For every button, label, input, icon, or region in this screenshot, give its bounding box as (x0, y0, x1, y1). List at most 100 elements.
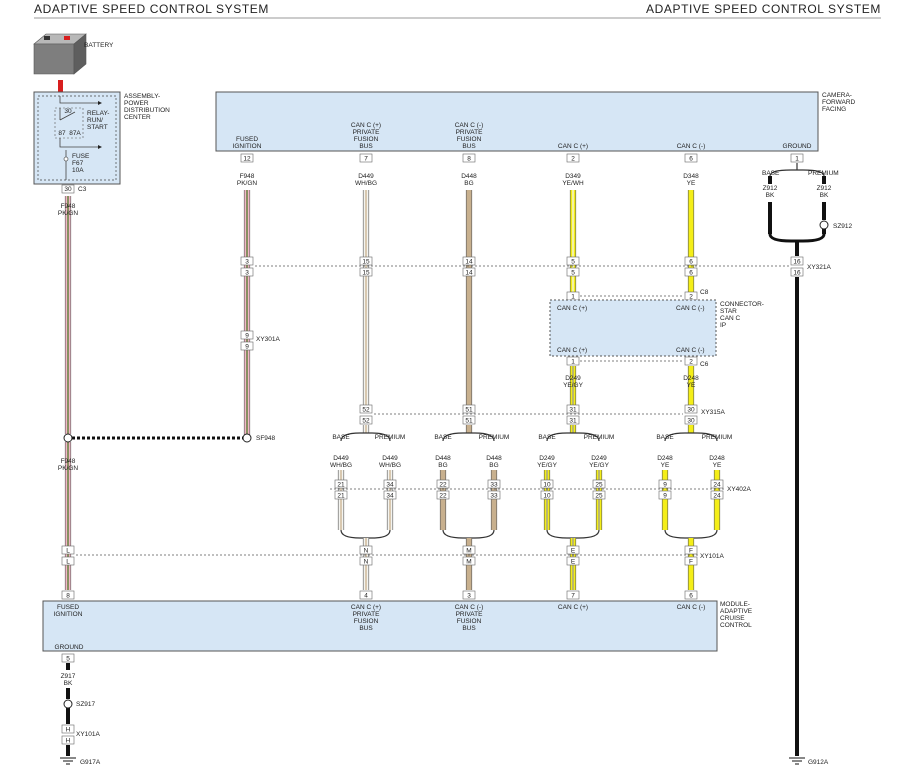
module-pin-label-2-0: CAN C (-) (455, 604, 484, 611)
branch-3-premium-label-color: YE (713, 462, 722, 469)
pdc-pin-30: 30 (64, 186, 72, 193)
module-pin-8: 8 (66, 592, 70, 599)
xy402a-label: XY402A (727, 486, 752, 493)
xy301a-pin-bot: 9 (245, 343, 249, 350)
xy402a-prem-top-2-box (592, 479, 606, 489)
top-wire-label-1-color: WH/BG (355, 180, 377, 187)
xy402a-prem-top-3: 24 (713, 481, 721, 488)
camera-pin-6-box (684, 153, 698, 163)
star-connector-box (549, 299, 717, 357)
top-wire-label-4-color: YE (687, 180, 696, 187)
xy402a-base-top-1-box (436, 479, 450, 489)
xy315a-pin-bot-3: 30 (687, 417, 695, 424)
xy321a-pin-top-0-box (240, 256, 254, 266)
module-ground-pin-box (61, 653, 75, 663)
xy101a-pin-top-4-box (684, 545, 698, 555)
xy101a-pin-bot-4: F (689, 558, 693, 565)
xy402a-base-bot-0: 21 (337, 492, 345, 499)
pdc-connector-c3: C3 (78, 186, 87, 193)
xy315a-pin-bot-0-box (359, 415, 373, 425)
camera-pin-7: 7 (364, 155, 368, 162)
xy101a-pin-top-3: E (571, 547, 576, 554)
camera-pin-8: 8 (467, 155, 471, 162)
xy321a-pin-top-5-box (790, 256, 804, 266)
top-wire-label-0-circuit: F948 (240, 173, 255, 180)
camera-pin-2-box (566, 153, 580, 163)
xy402a-prem-top-3-box (710, 479, 724, 489)
camera-pin-1-box (790, 153, 804, 163)
xy321a-pin-top-0: 3 (245, 258, 249, 265)
xy315a-pin-top-2-box (566, 404, 580, 414)
branch-0-base: BASE (332, 434, 350, 441)
module-pin-3: 3 (467, 592, 471, 599)
xy101a-pin-top-1-box (359, 545, 373, 555)
xy315a-pin-top-3: 30 (687, 406, 695, 413)
xy321a-pin-bot-4: 6 (689, 269, 693, 276)
module-pin-label-3-0: CAN C (+) (558, 604, 588, 611)
xy101a-h-bot: H (66, 737, 71, 744)
xy402a-prem-bot-0-box (383, 490, 397, 500)
xy321a-pin-bot-5: 16 (793, 269, 801, 276)
xy402a-base-bot-1-box (436, 490, 450, 500)
branch-2-premium-label-color: YE/GY (589, 462, 610, 469)
xy101a-pin-top-4: F (689, 547, 693, 554)
star-bottom-pin-0-box (566, 356, 580, 366)
branch-split-0 (340, 432, 391, 442)
branch-join-3 (664, 529, 718, 539)
module-pin-3-box (462, 590, 476, 600)
camera-ground-base-label-circuit: Z912 (763, 185, 778, 192)
branch-1-premium-label-color: BG (489, 462, 498, 469)
branch-2-premium-label-circuit: D249 (591, 455, 607, 462)
branch-1-base-label-color: BG (438, 462, 447, 469)
camera-pin-1: 1 (795, 155, 799, 162)
branch-3-base-label-circuit: D248 (657, 455, 673, 462)
xy402a-base-top-2: 10 (543, 481, 551, 488)
branch-split-1 (442, 432, 495, 442)
branch-1-base: BASE (434, 434, 452, 441)
camera-pin-label-4-0: CAN C (-) (677, 143, 706, 150)
module-pin-4: 4 (364, 592, 368, 599)
xy321a-pin-top-1: 15 (362, 258, 370, 265)
xy315a-pin-top-0-box (359, 404, 373, 414)
xy402a-base-top-0-box (334, 479, 348, 489)
top-wire-label-0-color: PK/GN (237, 180, 258, 187)
xy402a-base-top-3-box (658, 479, 672, 489)
star-bottom-pin-0: 1 (571, 358, 575, 365)
xy402a-prem-bot-2: 25 (595, 492, 603, 499)
relay-pin-30: 30 (64, 108, 72, 115)
branch-2-premium: PREMIUM (584, 434, 615, 441)
relay-pin-87a: 87A (69, 130, 81, 137)
top-wire-label-3-color: YE/WH (562, 180, 584, 187)
camera-pin-6: 6 (689, 155, 693, 162)
star-bottom-canc-minus: CAN C (-) (676, 347, 705, 354)
camera-pin-label-1-2: FUSION (354, 136, 379, 143)
xy321a-pin-top-4: 6 (689, 258, 693, 265)
xy321a-pin-top-1-box (359, 256, 373, 266)
xy315a-pin-top-2: 31 (569, 406, 577, 413)
xy101a-ground-label: XY101A (76, 731, 101, 738)
camera-ground-base: BASE (762, 170, 780, 177)
xy315a-pin-top-0: 52 (362, 406, 370, 413)
xy402a-prem-top-2: 25 (595, 481, 603, 488)
xy101a-label: XY101A (700, 553, 725, 560)
battery-icon (33, 33, 87, 75)
branch-3-base-label-color: YE (661, 462, 670, 469)
xy101a-h-top-box (61, 724, 75, 734)
xy321a-pin-top-4-box (684, 256, 698, 266)
xy101a-h-bot-box (61, 735, 75, 745)
left-wire-lower-label-color: PK/GN (58, 465, 79, 472)
xy402a-prem-bot-3-box (710, 490, 724, 500)
module-pin-8-box (61, 590, 75, 600)
left-wire-upper-label-color: PK/GN (58, 210, 79, 217)
xy402a-prem-top-0: 34 (386, 481, 394, 488)
xy101a-pin-top-0: L (66, 547, 70, 554)
pdc-box: 30 87 87A (33, 91, 121, 185)
branch-2-base-label-circuit: D249 (539, 455, 555, 462)
xy321a-pin-bot-2-box (462, 267, 476, 277)
g917a-label: G917A (80, 759, 101, 766)
xy402a-prem-bot-1: 33 (490, 492, 498, 499)
xy321a-label: XY321A (807, 264, 832, 271)
